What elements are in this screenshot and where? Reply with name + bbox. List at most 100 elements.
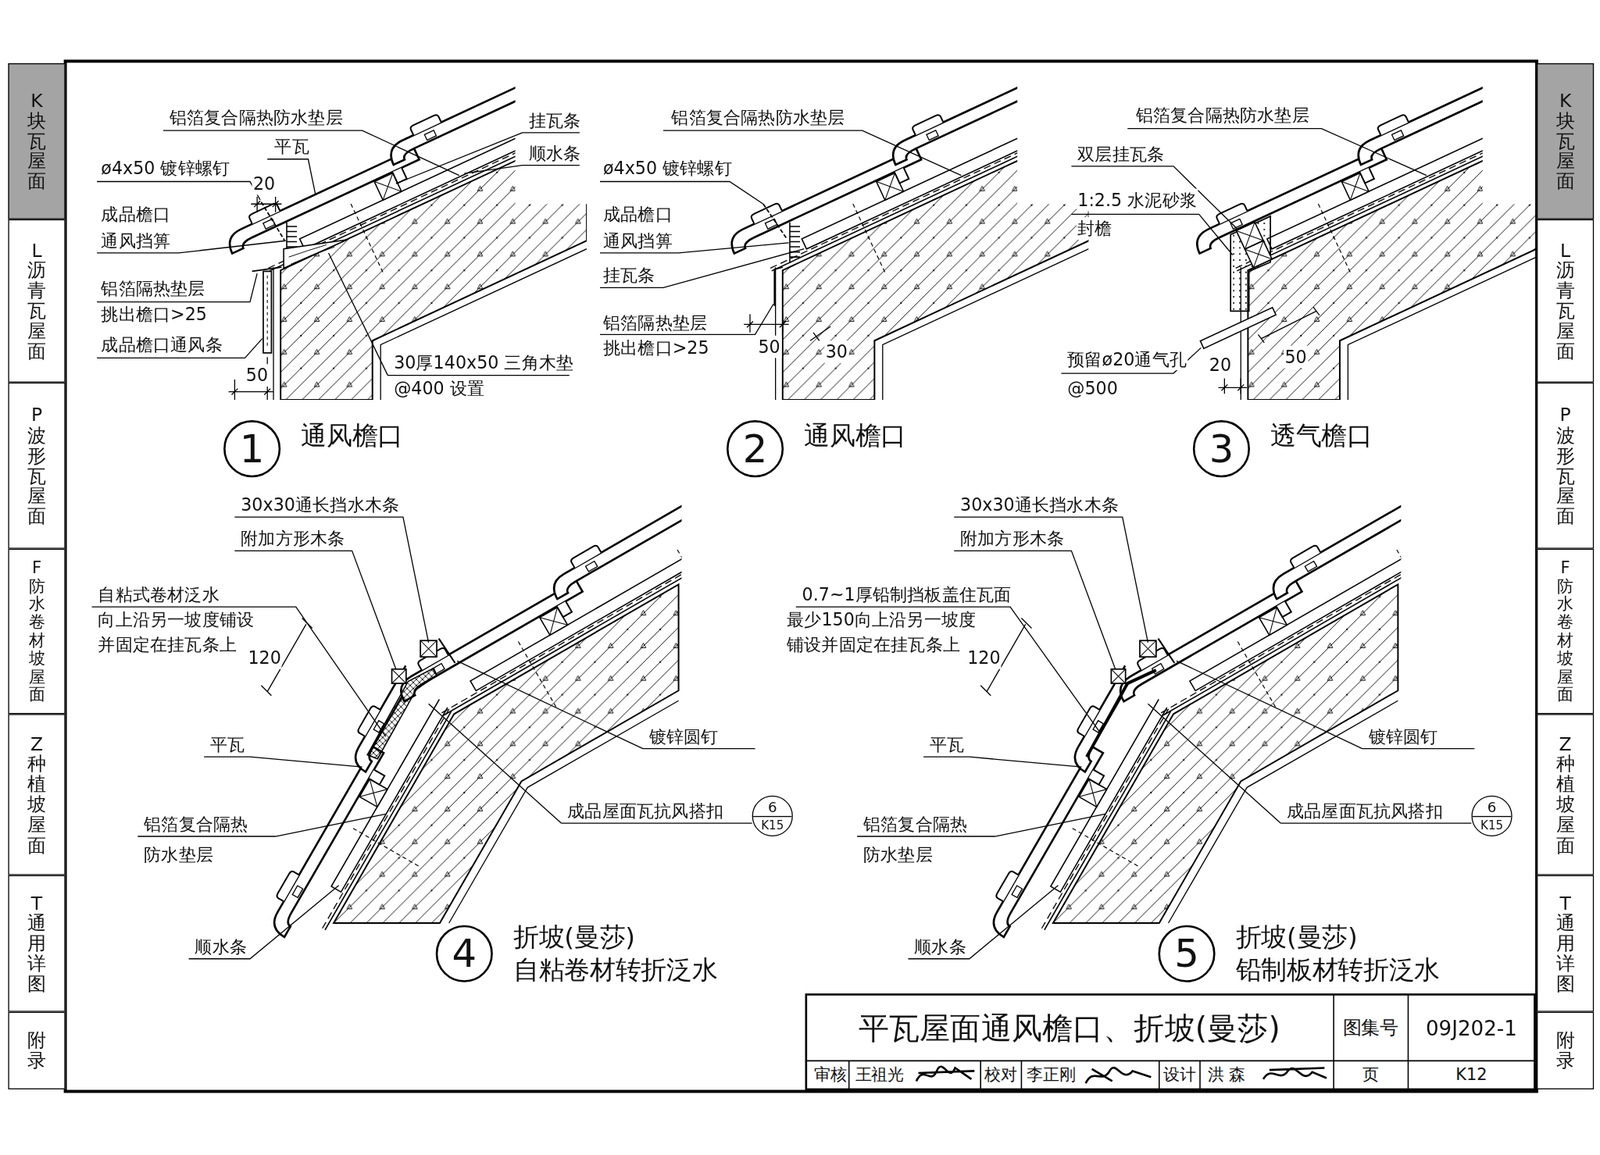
eave-detail-1	[250, 196, 282, 213]
tab-label: Z种植坡屋面	[27, 734, 47, 856]
annotation-label: 120	[246, 646, 283, 670]
signature	[916, 1067, 975, 1083]
annotation-label: @500	[1066, 377, 1119, 400]
title-block	[806, 994, 1536, 1090]
title-block-cell: 设计	[1162, 1064, 1197, 1087]
eave-detail-1	[286, 222, 297, 250]
title-block-cell: 页	[1360, 1064, 1380, 1087]
annotation-label: 铝箔隔热垫层	[100, 277, 207, 300]
eave-detail-1	[267, 275, 268, 350]
callout-number: 5	[1174, 934, 1200, 974]
category-tab: F防水卷材坡屋面	[7, 549, 65, 715]
annotation-label: 自粘式卷材泛水	[96, 583, 221, 607]
tab-label: L沥青瓦屋面	[27, 240, 47, 362]
eave-detail-2	[717, 0, 1292, 400]
annotation-label: 附加方形木条	[239, 527, 347, 550]
annotation-label: 平瓦	[928, 733, 966, 757]
annotation-label: 120	[966, 646, 1002, 670]
reference-number: 6	[1472, 798, 1512, 818]
leader-line	[96, 273, 258, 303]
annotation-label: 成品檐口	[602, 203, 674, 226]
annotation-label: 封檐	[1076, 217, 1114, 240]
category-tab: 附录	[7, 1012, 65, 1090]
eave-detail-2	[789, 222, 800, 264]
category-tab: K块瓦屋面	[7, 63, 65, 220]
callout-circle: 2	[726, 420, 784, 478]
title-block-cell: 校对	[983, 1064, 1018, 1087]
eave-detail-3	[1257, 307, 1319, 343]
category-tab: T通用详图	[7, 875, 65, 1013]
annotation-label: 20	[1207, 353, 1233, 377]
title-block-cell: 09J202-1	[1425, 1017, 1518, 1040]
annotation-label: 顺水条	[913, 935, 968, 959]
tab-label: K块瓦屋面	[1556, 90, 1575, 192]
category-tab: F防水卷材坡屋面	[1536, 549, 1594, 715]
annotation-label: 铺设并固定在挂瓦条上	[785, 633, 962, 657]
detail-callout: 2通风檐口	[726, 420, 907, 478]
tab-label: K块瓦屋面	[27, 90, 47, 192]
annotation-label: 30	[824, 340, 849, 364]
callout-number: 4	[451, 934, 477, 974]
annotation-label: 铝箔复合隔热	[862, 813, 969, 836]
title-block-cell: K12	[1454, 1064, 1489, 1087]
annotation-label: 并固定在挂瓦条上	[96, 633, 238, 657]
eave-detail-3	[1218, 378, 1248, 395]
eave-detail-3	[1182, 0, 1600, 400]
reference-page: K15	[1472, 817, 1512, 835]
annotation-label: 防水垫层	[142, 843, 215, 867]
annotation-label: 平瓦	[209, 733, 247, 757]
title-block	[806, 994, 1536, 1090]
annotation-label: ø4x50 镀锌螺钉	[602, 157, 734, 180]
annotation-label: 镀锌圆钉	[1367, 725, 1439, 749]
title-block-cell: 李正刚	[1025, 1064, 1077, 1087]
drawing-title: 平瓦屋面通风檐口、折坡(曼莎)	[858, 1010, 1281, 1047]
category-tab: 附录	[1536, 1012, 1594, 1090]
leader-line	[1060, 347, 1201, 374]
annotation-label: 铝箔复合隔热防水垫层	[1134, 103, 1311, 127]
annotation-label: 成品屋面瓦抗风搭扣	[1285, 800, 1444, 823]
mansard-detail-4	[92, 378, 945, 979]
title-block-cell: 王祖光	[853, 1064, 905, 1087]
reference-symbol: 6K15	[752, 796, 793, 837]
tab-label: P波形瓦屋面	[1556, 405, 1575, 527]
eave-detail-1	[252, 267, 283, 272]
annotation-label: 双层挂瓦条	[1076, 142, 1166, 166]
callout-title: 自粘卷材转折泛水	[513, 953, 718, 987]
detail-callout: 3透气檐口	[1192, 420, 1373, 478]
annotation-label: 通风挡箅	[100, 229, 172, 253]
title-block-cell: 审核	[813, 1064, 848, 1087]
eave-detail-1	[263, 271, 272, 353]
annotation-label: 通风挡箅	[602, 229, 674, 253]
eave-detail-1	[289, 244, 336, 265]
annotation-label: 最少150向上沿另一坡度	[785, 607, 978, 631]
leader-line	[96, 130, 580, 375]
annotation-label: 成品檐口	[100, 203, 172, 226]
mansard-detail-5	[796, 378, 1600, 979]
signature	[1263, 1068, 1327, 1080]
tab-label: F防水卷材坡屋面	[28, 558, 45, 704]
annotation-label: 30x30通长挡水木条	[239, 493, 400, 517]
leader-line	[92, 607, 386, 737]
callout-title: 通风檐口	[300, 420, 404, 454]
callout-title: 铅制板材转折泛水	[1235, 953, 1440, 987]
annotation-label: 铝箔复合隔热	[142, 813, 250, 836]
tab-label: P波形瓦屋面	[27, 405, 47, 527]
leader-line	[1060, 128, 1427, 374]
callout-circle: 4	[435, 925, 493, 983]
eave-detail-1	[215, 0, 790, 400]
category-tab: P波形瓦屋面	[7, 382, 65, 550]
callout-title: 折坡(曼莎)	[513, 921, 718, 954]
eave-detail-3	[1230, 216, 1271, 311]
leader-line	[464, 165, 580, 174]
reference-page: K15	[753, 817, 793, 835]
eave-detail-2	[774, 267, 783, 307]
eave-detail-1	[96, 0, 790, 400]
eave-detail-2	[810, 326, 831, 341]
annotation-label: 平瓦	[273, 134, 311, 158]
callout-circle: 5	[1157, 925, 1215, 983]
callout-title: 折坡(曼莎)	[1235, 921, 1440, 954]
tab-label: F防水卷材坡屋面	[1557, 558, 1574, 704]
annotation-label: 挑出檐口>25	[602, 336, 711, 360]
